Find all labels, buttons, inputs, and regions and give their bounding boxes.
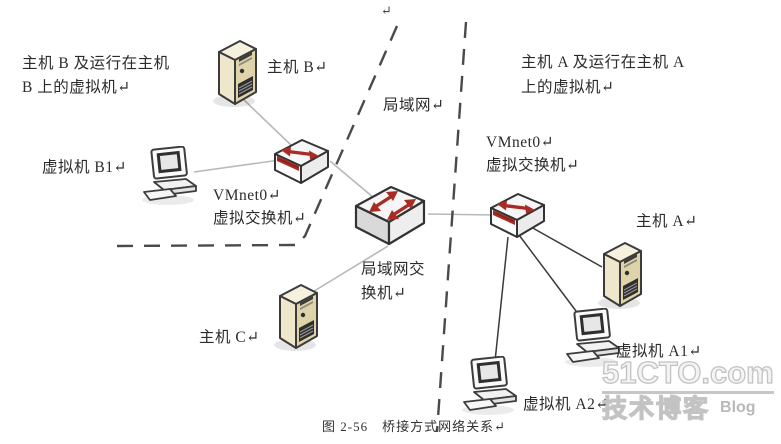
edge-vmnet0a-hosta — [530, 226, 603, 268]
region-a-line1: 主机 A 及运行在主机 A — [521, 54, 685, 71]
watermark-logo: 51CTO.com — [601, 356, 774, 394]
vm-b1-desktop-icon — [138, 145, 200, 211]
edge-lanswitch-hostc — [310, 245, 389, 294]
lan-switch-icon — [350, 180, 430, 253]
vm-a1-label: 虚拟机 A1↵ — [616, 343, 702, 360]
vmnet0-a-line2: 虚拟交换机↵ — [486, 157, 580, 174]
watermark: 51CTO.com 技术博客 Blog — [601, 356, 774, 423]
lan-switch-line1: 局域网交 — [361, 261, 426, 278]
vm-a2-label: 虚拟机 A2↵ — [523, 396, 609, 413]
vm-a2-desktop-icon — [458, 355, 520, 421]
boundary-left-dashed — [115, 25, 399, 248]
vmnet0-a-switch-icon — [486, 188, 548, 245]
host-c-tower-icon — [271, 281, 323, 358]
lan-switch-line2: 换机↵ — [361, 285, 407, 302]
lan-switch-label: 局域网交 换机↵ — [361, 258, 425, 306]
vm-b1-label: 虚拟机 B1↵ — [42, 159, 127, 176]
region-a-label: 主机 A 及运行在主机 A 上的虚拟机↵ — [521, 50, 685, 100]
vmnet0-b-label: VMnet0↵ 虚拟交换机↵ — [213, 184, 307, 230]
edge-hostb-vmnet0b — [243, 99, 293, 147]
region-a-line2: 上的虚拟机↵ — [521, 79, 615, 96]
boundary-right-dashed — [435, 21, 468, 433]
vmnet0-b-line2: 虚拟交换机↵ — [213, 210, 307, 227]
host-a-label: 主机 A↵ — [636, 213, 698, 230]
vmnet0-b-switch-icon — [270, 134, 332, 191]
host-a-tower-icon — [595, 240, 647, 315]
figure-caption: 图 2-56 桥接方式网络关系↵ — [322, 419, 506, 434]
vmnet0-a-label: VMnet0↵ 虚拟交换机↵ — [486, 131, 580, 177]
vmnet0-b-line1: VMnet0↵ — [213, 187, 282, 204]
edge-lanswitch-vmnet0a — [427, 213, 495, 216]
edge-vmb1-vmnet0b — [193, 159, 281, 173]
lan-area-label: 局域网↵ — [383, 97, 445, 114]
host-b-label: 主机 B↵ — [267, 59, 328, 76]
vmnet0-a-line1: VMnet0↵ — [486, 134, 555, 151]
vm-a1-desktop-icon — [561, 307, 623, 373]
edge-vmnet0b-lanswitch — [329, 160, 375, 199]
edge-vmnet0a-vma2 — [493, 236, 509, 372]
watermark-blog-tag: Blog — [720, 399, 756, 416]
region-b-line2: B 上的虚拟机↵ — [22, 79, 131, 96]
host-b-tower-icon — [210, 38, 262, 113]
watermark-subtitle: 技术博客 — [601, 395, 711, 423]
region-b-line1: 主机 B 及运行在主机 — [22, 55, 170, 72]
region-b-label: 主机 B 及运行在主机 B 上的虚拟机↵ — [22, 52, 170, 100]
edge-vmnet0a-vma1 — [518, 234, 583, 320]
paragraph-mark: ↵ — [381, 3, 392, 18]
host-c-label: 主机 C↵ — [199, 329, 260, 346]
